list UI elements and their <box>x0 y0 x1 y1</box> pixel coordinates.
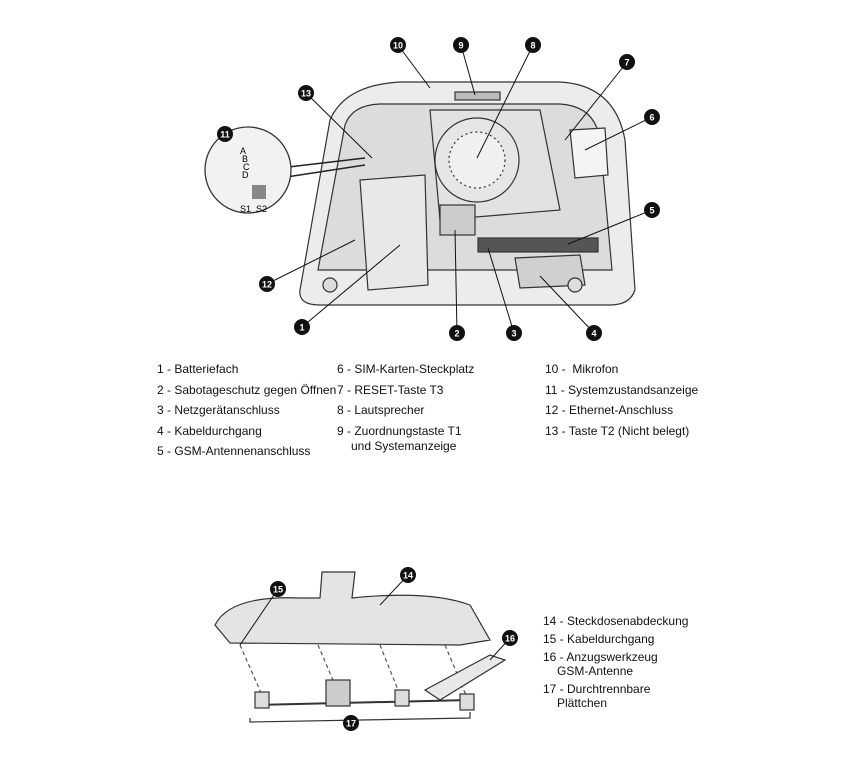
callout-circle <box>294 319 310 335</box>
callout-number: 11 <box>220 130 230 140</box>
leader-line <box>584 116 653 151</box>
legend-item: 1 - Batteriefach <box>157 362 239 376</box>
callout-11: 11 <box>217 126 233 142</box>
leader-line <box>305 92 373 159</box>
leader-line <box>460 44 476 96</box>
legend-item: 12 - Ethernet-Anschluss <box>545 403 674 417</box>
leader-line <box>397 44 431 89</box>
legend-col-1: 1 - Batteriefach 2 - Sabotageschutz gegen… <box>157 359 336 462</box>
inset-label-b: B <box>242 154 248 164</box>
callouts: 10 9 8 7 6 5 4 3 2 1 12 13 11 15 14 16 17 <box>217 37 660 731</box>
callout-7: 7 <box>564 54 635 141</box>
callout-circle <box>586 325 602 341</box>
legend-item: 5 - GSM-Antennenanschluss <box>157 444 311 458</box>
callout-4: 4 <box>539 275 602 341</box>
socket-cover-illustration <box>214 571 507 723</box>
callout-circle <box>449 325 465 341</box>
leader-line <box>487 247 515 334</box>
callout-number: 7 <box>624 58 629 68</box>
callout-1: 1 <box>294 244 401 335</box>
callout-circle <box>259 276 275 292</box>
callout-5: 5 <box>567 202 660 245</box>
legend-item: 15 - Kabeldurchgang <box>543 632 655 646</box>
callout-3: 3 <box>487 247 522 341</box>
leader-line <box>301 244 401 328</box>
inset-label-d: D <box>242 170 249 180</box>
callout-number: 16 <box>505 634 515 644</box>
callout-number: 13 <box>301 89 311 99</box>
leader-line <box>567 209 653 245</box>
inset-label-a: A <box>240 146 246 156</box>
legend-item: 2 - Sabotageschutz gegen Öffnen <box>157 382 337 397</box>
inset-label-s2: S2 <box>256 204 267 214</box>
legend-col-3: 10 - Mikrofon 11 - Systemzustandsanzeige 1… <box>545 359 698 441</box>
legend-item: 4 - Kabeldurchgang <box>157 423 262 438</box>
inset-label-c: C <box>243 162 250 172</box>
legend-item: 16 - Anzugswerkzeug <box>543 650 658 664</box>
callout-6: 6 <box>584 109 660 151</box>
callout-2: 2 <box>449 229 465 341</box>
callout-number: 17 <box>346 719 356 729</box>
callout-circle <box>502 630 518 646</box>
callout-number: 14 <box>403 571 413 581</box>
callout-number: 4 <box>591 329 596 339</box>
callout-14: 14 <box>379 567 416 606</box>
callout-circle <box>453 37 469 53</box>
legend-item: 3 - Netzgerätanschluss <box>157 403 280 417</box>
callout-circle <box>525 37 541 53</box>
inset-detail: A B C D S1 S2 <box>204 126 366 214</box>
legend-item: 7 - RESET-Taste T3 <box>337 382 444 397</box>
callout-15: 15 <box>239 581 286 646</box>
callout-number: 2 <box>454 329 459 339</box>
leader-line <box>564 61 628 141</box>
legend-item: 9 - Zuordnungstaste T1 <box>337 423 462 438</box>
callout-circle <box>619 54 635 70</box>
legend-item: 11 - Systemzustandsanzeige <box>545 382 699 397</box>
callout-10: 10 <box>390 37 431 89</box>
callout-circle <box>400 567 416 583</box>
callout-circle <box>506 325 522 341</box>
legend-item-cont: und Systemanzeige <box>351 439 457 453</box>
legend-item: 17 - Durchtrennbare <box>543 682 651 696</box>
callout-12: 12 <box>259 239 356 292</box>
legend-col-2: 6 - SIM-Karten-Steckplatz 7 - RESET-Taste… <box>337 359 474 457</box>
callout-number: 3 <box>511 329 516 339</box>
legend-item-cont: Plättchen <box>557 696 608 710</box>
leader-line <box>476 44 534 159</box>
callout-9: 9 <box>453 37 476 96</box>
callout-circle <box>644 202 660 218</box>
legend-item: 10 - Mikrofon <box>545 362 619 376</box>
callout-number: 6 <box>649 113 654 123</box>
callout-circle <box>270 581 286 597</box>
callout-circle <box>644 109 660 125</box>
callout-number: 12 <box>262 280 272 290</box>
callout-number: 5 <box>649 206 654 216</box>
callout-circle <box>217 126 233 142</box>
callout-number: 15 <box>273 585 283 595</box>
callout-number: 8 <box>530 41 535 51</box>
leader-line <box>539 275 595 334</box>
legend-item: 13 - Taste T2 (Nicht belegt) <box>545 423 690 438</box>
callout-number: 1 <box>299 323 304 333</box>
callout-circle <box>343 715 359 731</box>
callout-17: 17 <box>343 715 359 731</box>
leader-line <box>266 239 356 285</box>
inset-label-s1: S1 <box>240 204 251 214</box>
callout-16: 16 <box>489 630 518 661</box>
legend-item: 8 - Lautsprecher <box>337 403 425 417</box>
callout-number: 9 <box>458 41 463 51</box>
callout-circle <box>298 85 314 101</box>
legend-item: 6 - SIM-Karten-Steckplatz <box>337 362 475 376</box>
leader-line <box>454 229 458 334</box>
callout-8: 8 <box>476 37 541 159</box>
callout-13: 13 <box>298 85 373 159</box>
callout-circle <box>390 37 406 53</box>
legend-item: 14 - Steckdosenabdeckung <box>543 614 689 628</box>
device-body <box>299 81 636 306</box>
callout-number: 10 <box>393 41 403 51</box>
legend-item-cont: GSM-Antenne <box>557 664 634 678</box>
legend-bottom: 14 - Steckdosenabdeckung 15 - Kabeldurchg… <box>543 612 688 712</box>
leader-line <box>239 588 279 646</box>
